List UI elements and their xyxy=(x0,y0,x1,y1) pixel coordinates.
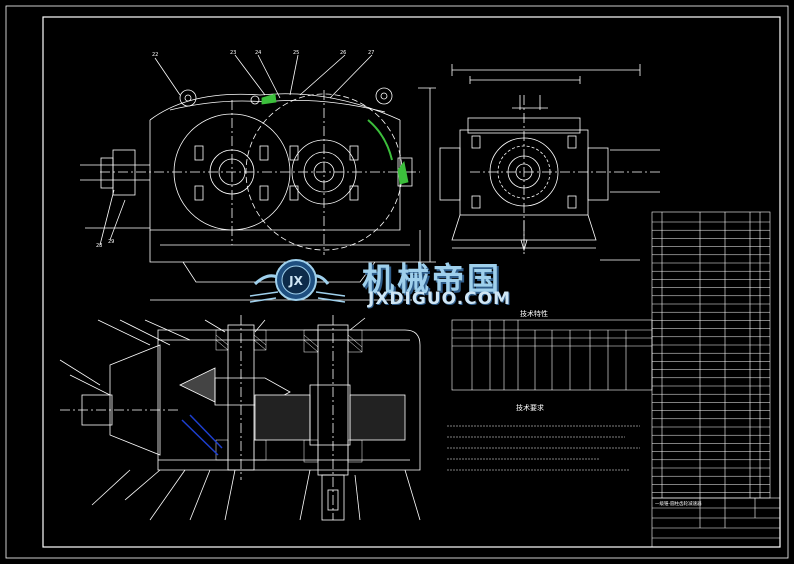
parts-list-rows xyxy=(652,221,770,493)
watermark-english: JXDIGUO.COM xyxy=(368,289,512,309)
svg-text:22: 22 xyxy=(152,52,158,58)
tech-params-title: 技术特性 xyxy=(520,309,548,318)
drawing-title: 一级锥-圆柱齿轮减速器 xyxy=(655,500,702,507)
front-view: 22 23 24 25 26 27 28 29 xyxy=(80,50,436,301)
svg-text:26: 26 xyxy=(340,50,346,56)
tech-requirements-title: 技术要求 xyxy=(516,403,544,412)
svg-text:25: 25 xyxy=(293,50,299,56)
watermark-chinese: 机械帝国 xyxy=(362,260,503,298)
plan-section-view xyxy=(59,315,421,521)
watermark-logo-icon: JX xyxy=(249,259,346,303)
title-block xyxy=(651,497,781,548)
parts-list-table xyxy=(651,211,771,499)
outer-frame xyxy=(5,5,789,559)
svg-text:23: 23 xyxy=(230,50,236,56)
tech-params-table xyxy=(451,319,653,391)
inner-frame xyxy=(42,16,781,548)
svg-text:28: 28 xyxy=(96,243,102,249)
svg-text:27: 27 xyxy=(368,50,374,56)
tech-requirements-lines xyxy=(447,425,640,471)
side-view xyxy=(439,64,660,261)
svg-text:24: 24 xyxy=(255,50,261,56)
svg-text:29: 29 xyxy=(108,239,114,245)
svg-text:JX: JX xyxy=(288,274,303,288)
